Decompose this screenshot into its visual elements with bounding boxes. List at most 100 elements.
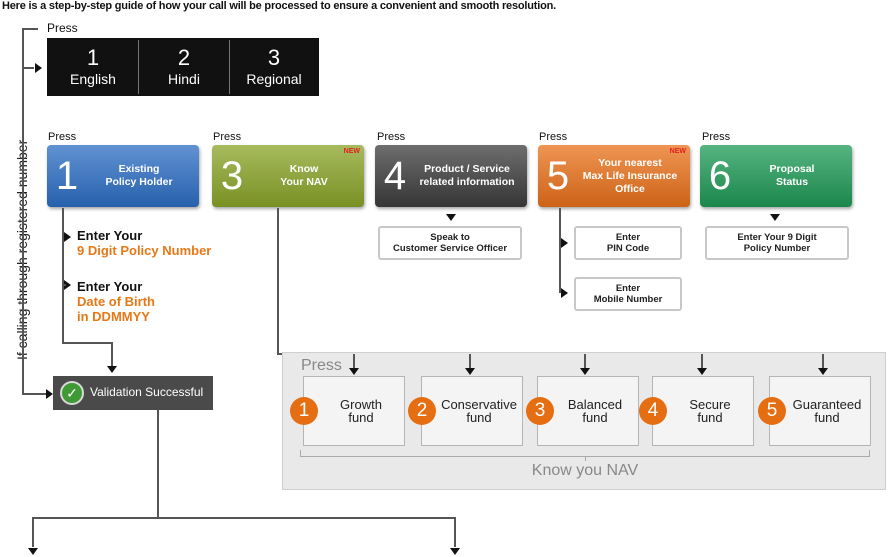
- step-dob-label: Date of Birth: [77, 294, 155, 309]
- connector-left-top-h: [22, 28, 38, 30]
- option-label: Know Your NAV: [280, 163, 328, 188]
- language-option-hindi[interactable]: 2 Hindi: [140, 38, 228, 96]
- fund-number: 1: [290, 397, 318, 425]
- arrow-policy-number: [64, 232, 71, 242]
- connector-bottom-h: [32, 517, 456, 519]
- bracket-left: [300, 450, 301, 457]
- fund-secure[interactable]: Secure fund: [652, 376, 754, 446]
- language-number: 2: [177, 45, 191, 70]
- language-label: Regional: [246, 71, 302, 87]
- mobile-number-box[interactable]: Enter Mobile Number: [574, 277, 682, 311]
- option-proposal-status[interactable]: 6 Proposal Status: [700, 145, 852, 207]
- fund-label: Secure fund: [689, 397, 731, 425]
- connector-opt1: [62, 208, 64, 300]
- connector-opt1-down: [62, 300, 64, 342]
- connector-validation-down: [157, 410, 159, 518]
- connector-opt3: [277, 208, 279, 354]
- fund-number: 2: [408, 397, 436, 425]
- fund-label: Conservative fund: [441, 397, 517, 425]
- arrow-lang: [35, 63, 42, 73]
- option-nearest-office[interactable]: 5 Your nearest Max Life Insurance Office…: [538, 145, 690, 207]
- connector-opt1-down-v: [111, 342, 113, 366]
- option-number: 6: [708, 154, 732, 198]
- connector-opt5: [559, 208, 561, 293]
- nav-caption: Know you NAV: [531, 462, 639, 479]
- arrow-dob: [64, 280, 71, 290]
- press-label-opt6: Press: [702, 131, 731, 143]
- option-label: Product / Service related information: [419, 163, 515, 188]
- fund-number: 5: [758, 397, 786, 425]
- step-dob: Enter Your Date of Birth in DDMMYY: [77, 279, 155, 324]
- intro-text: Here is a step-by-step guide of how your…: [2, 0, 556, 12]
- connector-bottom-right: [454, 517, 456, 547]
- bracket-mid: [585, 456, 586, 461]
- fund-label: Balanced fund: [567, 397, 623, 425]
- nav-press-label: Press: [301, 357, 342, 374]
- press-label-lang: Press: [47, 21, 78, 35]
- connector-opt1-h1: [62, 242, 64, 244]
- arrow-validation: [46, 389, 53, 399]
- connector-opt1-h2: [62, 284, 66, 286]
- option-number: 5: [546, 154, 570, 198]
- fund-label: Growth fund: [340, 397, 382, 425]
- validation-label: Validation Successful: [90, 385, 204, 399]
- fund-label: Guaranteed fund: [792, 397, 862, 425]
- step-enter-label: Enter Your: [77, 228, 143, 243]
- language-option-english[interactable]: 1 English: [49, 38, 137, 96]
- language-option-regional[interactable]: 3 Regional: [231, 38, 317, 96]
- arrow-fund-4: [697, 368, 707, 375]
- new-badge: NEW: [343, 148, 360, 155]
- arrow-bottom-right: [450, 548, 460, 555]
- fund-number: 4: [639, 397, 667, 425]
- language-divider: [229, 40, 230, 94]
- bracket-right: [869, 450, 870, 457]
- new-badge: NEW: [669, 148, 686, 155]
- connector-fund-2: [469, 354, 471, 368]
- option-label: Existing Policy Holder: [105, 163, 173, 188]
- step-enter-label: Enter Your: [77, 279, 143, 294]
- arrow-fund-3: [580, 368, 590, 375]
- fund-growth[interactable]: Growth fund: [303, 376, 405, 446]
- connector-bottom-left: [32, 517, 34, 547]
- fund-guaranteed[interactable]: Guaranteed fund: [769, 376, 871, 446]
- connector-fund-3: [584, 354, 586, 368]
- arrow-to-validation: [107, 366, 117, 373]
- connector-to-lang: [22, 67, 34, 69]
- arrow-bottom-left: [28, 548, 38, 555]
- option-number: 1: [55, 154, 79, 198]
- pin-code-box[interactable]: Enter PIN Code: [574, 226, 682, 260]
- option-product-service-info[interactable]: 4 Product / Service related information: [375, 145, 527, 207]
- press-label-opt1: Press: [48, 131, 77, 143]
- language-label: English: [70, 71, 116, 87]
- option-number: 4: [383, 154, 407, 198]
- language-divider: [138, 40, 139, 94]
- speak-to-officer-box[interactable]: Speak to Customer Service Officer: [378, 226, 522, 260]
- connector-to-validation: [22, 393, 46, 395]
- step-dob-format-label: in DDMMYY: [77, 309, 150, 324]
- connector-left-top: [22, 28, 24, 394]
- fund-conservative[interactable]: Conservative fund: [421, 376, 523, 446]
- option-label: Proposal Status: [769, 163, 815, 188]
- option-know-your-nav[interactable]: 3 Know Your NAV NEW: [212, 145, 364, 207]
- connector-opt1-down-h: [62, 342, 112, 344]
- option-label: Your nearest Max Life Insurance Office: [582, 156, 678, 195]
- fund-number: 3: [526, 397, 554, 425]
- proposal-number-box[interactable]: Enter Your 9 Digit Policy Number: [705, 226, 849, 260]
- language-number: 1: [86, 45, 100, 70]
- arrow-mobile: [561, 288, 568, 298]
- press-label-opt3: Press: [213, 131, 242, 143]
- connector-fund-5: [822, 354, 824, 368]
- step-policy-number: Enter Your 9 Digit Policy Number: [77, 228, 211, 258]
- check-icon: ✓: [60, 381, 84, 405]
- arrow-fund-5: [818, 368, 828, 375]
- option-number: 3: [220, 154, 244, 198]
- language-label: Hindi: [168, 71, 200, 87]
- language-number: 3: [267, 45, 281, 70]
- arrow-fund-1: [349, 368, 359, 375]
- option-existing-policy-holder[interactable]: 1 Existing Policy Holder: [47, 145, 199, 207]
- arrow-pin: [561, 238, 568, 248]
- arrow-speak: [446, 214, 456, 221]
- connector-fund-1: [353, 354, 355, 368]
- press-label-opt5: Press: [539, 131, 568, 143]
- arrow-proposal: [770, 214, 780, 221]
